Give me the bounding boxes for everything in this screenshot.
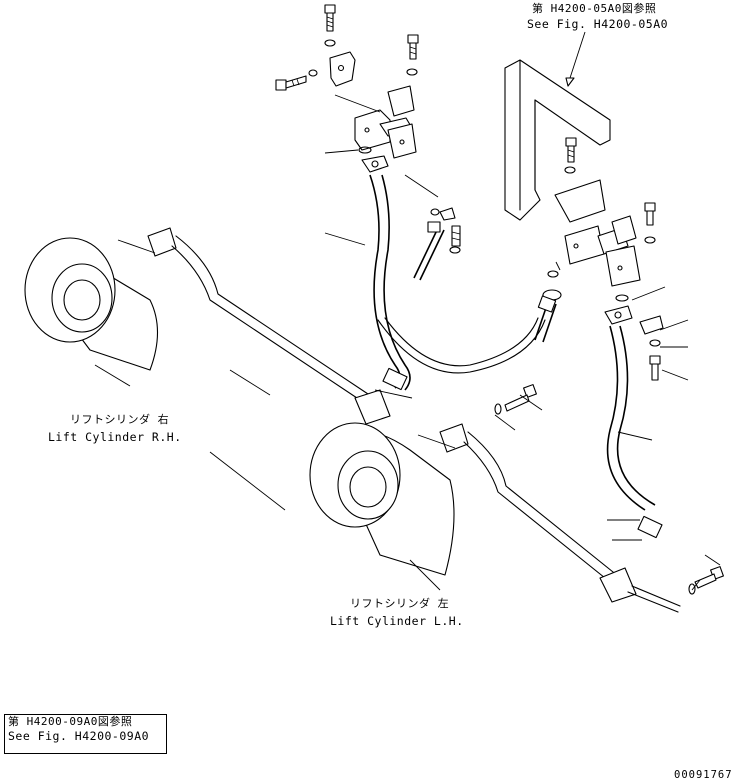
cylinder-lh-label-jp: リフトシリンダ 左 — [350, 597, 450, 610]
clamp-bolt[interactable] — [649, 355, 661, 381]
washer[interactable] — [644, 236, 656, 244]
lift-cylinder-lh — [309, 422, 455, 576]
tube-bolt[interactable] — [504, 384, 537, 412]
valve-block[interactable] — [354, 109, 417, 159]
cylinder-rh-label-en: Lift Cylinder R.H. — [48, 430, 182, 444]
hose-small[interactable] — [413, 207, 461, 281]
frame-bracket — [504, 59, 611, 223]
reference-top-en: See Fig. H4200-05A0 — [527, 17, 669, 31]
washer[interactable] — [688, 583, 696, 595]
hose-right-short[interactable] — [534, 289, 562, 343]
valve-block-right[interactable] — [564, 215, 641, 287]
cylinder-lh-label-en: Lift Cylinder L.H. — [330, 614, 464, 628]
drawing-number: 00091767 — [674, 769, 733, 781]
lift-cylinder-rh — [24, 237, 158, 371]
hose-left[interactable] — [361, 155, 411, 391]
o-ring[interactable] — [358, 146, 372, 154]
valve-bolt-right[interactable] — [407, 34, 419, 60]
leader-lines — [94, 94, 721, 591]
mounting-bracket[interactable] — [387, 85, 415, 117]
clamp[interactable] — [639, 315, 664, 335]
washer[interactable] — [494, 403, 502, 415]
valve-bolt-top[interactable] — [324, 4, 336, 32]
o-ring[interactable] — [547, 270, 559, 278]
reference-top-jp: 第 H4200-05A0図参照 — [532, 2, 657, 15]
tube-connecting[interactable] — [377, 319, 546, 374]
mounting-bracket[interactable] — [329, 51, 356, 87]
washer[interactable] — [406, 68, 418, 76]
tube-bolt-lower[interactable] — [694, 566, 724, 589]
frame-bolt-right[interactable] — [644, 202, 656, 226]
frame-bolt[interactable] — [565, 137, 577, 163]
hose-right[interactable] — [604, 305, 663, 539]
reference-arrow — [569, 31, 586, 79]
reference-bottom-en: See Fig. H4200-09A0 — [8, 729, 150, 743]
washer[interactable] — [649, 339, 661, 347]
cylinder-rh-label-jp: リフトシリンダ 右 — [70, 413, 170, 426]
o-ring[interactable] — [615, 294, 629, 302]
valve-bolt-side[interactable] — [275, 69, 318, 91]
reference-bottom-jp: 第 H4200-09A0図参照 — [8, 715, 133, 728]
washer[interactable] — [324, 39, 336, 47]
reference-bottom-box: 第 H4200-09A0図参照 See Fig. H4200-09A0 — [4, 714, 167, 754]
cylinder-tube-rh[interactable] — [147, 227, 391, 425]
washer[interactable] — [564, 166, 576, 174]
